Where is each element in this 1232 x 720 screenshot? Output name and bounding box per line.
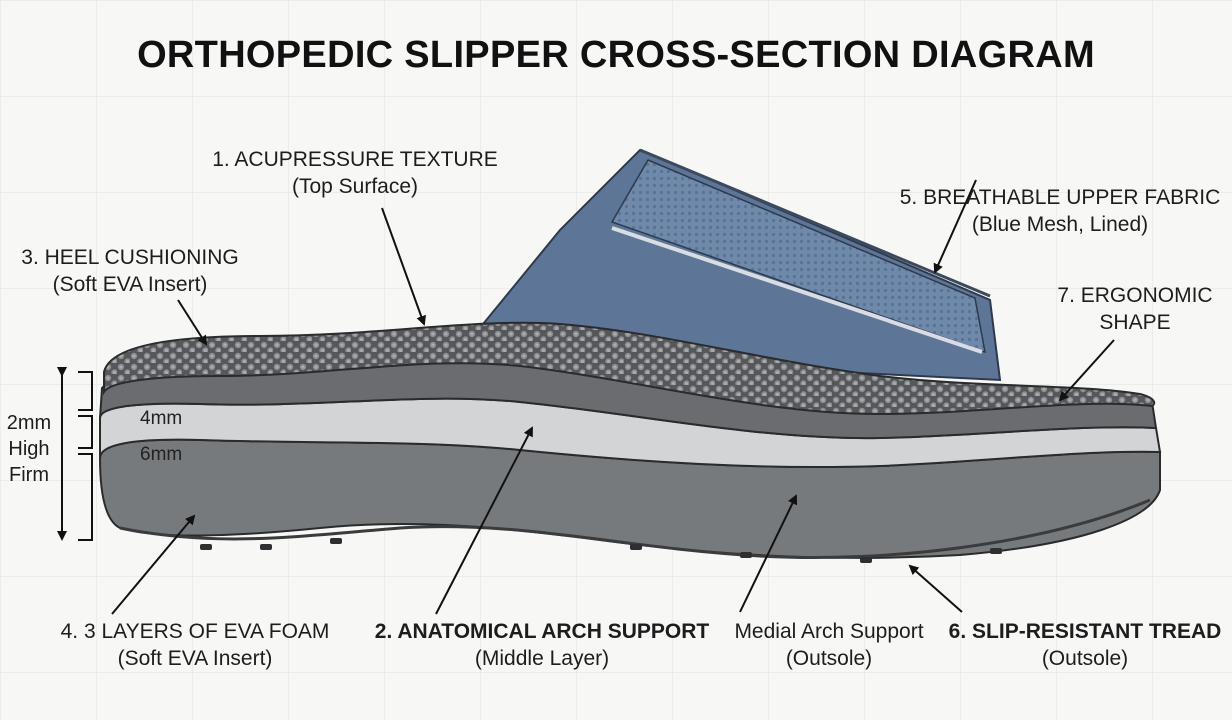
top-surface (103, 321, 1156, 416)
leader-tread (908, 564, 963, 613)
dimension-side-line2: High (8, 438, 50, 460)
leader-medial (739, 494, 798, 613)
leader-upper (933, 179, 977, 274)
dimension-layer1: 4mm (140, 408, 183, 429)
leader-acupressure (381, 207, 426, 326)
label-ergonomic: 7. ERGONOMIC SHAPE (1050, 282, 1220, 336)
label-ergonomic-sub: SHAPE (1099, 311, 1171, 334)
diagram-title: ORTHOPEDIC SLIPPER CROSS-SECTION DIAGRAM (137, 34, 1095, 76)
dimension-side-label: 2mm High Firm (0, 410, 58, 488)
leader-foam (111, 514, 196, 615)
label-foam: 4. 3 LAYERS OF EVA FOAM (Soft EVA Insert… (40, 618, 350, 672)
label-acupressure-sub: (Top Surface) (291, 175, 419, 198)
dimension-layer2: 6mm (140, 444, 183, 465)
label-heel: 3. HEEL CUSHIONING (Soft EVA Insert) (8, 244, 252, 298)
label-upper-name: 5. BREATHABLE UPPER FABRIC (899, 186, 1221, 209)
label-heel-sub: (Soft EVA Insert) (52, 273, 208, 296)
label-medial-name: Medial Arch Support (734, 620, 924, 643)
label-arch: 2. ANATOMICAL ARCH SUPPORT (Middle Layer… (366, 618, 718, 672)
label-medial: Medial Arch Support (Outsole) (718, 618, 940, 672)
label-tread-sub: (Outsole) (1041, 647, 1129, 670)
label-arch-name: 2. ANATOMICAL ARCH SUPPORT (374, 620, 710, 643)
leader-arch (435, 426, 533, 615)
label-arch-sub: (Middle Layer) (474, 647, 610, 670)
tread-notches (200, 538, 1002, 563)
label-acupressure: 1. ACUPRESSURE TEXTURE (Top Surface) (190, 146, 520, 200)
dimension-bracket (57, 367, 93, 541)
label-foam-sub: (Soft EVA Insert) (117, 647, 273, 670)
label-ergonomic-name: 7. ERGONOMIC (1057, 284, 1213, 307)
label-acupressure-name: 1. ACUPRESSURE TEXTURE (212, 148, 498, 171)
label-foam-name: 4. 3 LAYERS OF EVA FOAM (60, 620, 330, 643)
label-medial-sub: (Outsole) (785, 647, 873, 670)
label-tread-name: 6. SLIP-RESISTANT TREAD (948, 620, 1222, 643)
label-upper: 5. BREATHABLE UPPER FABRIC (Blue Mesh, L… (892, 184, 1228, 238)
label-upper-sub: (Blue Mesh, Lined) (971, 213, 1149, 236)
dimension-side-line1: 2mm (6, 412, 52, 434)
label-tread: 6. SLIP-RESISTANT TREAD (Outsole) (940, 618, 1230, 672)
leader-heel (177, 299, 208, 346)
label-heel-name: 3. HEEL CUSHIONING (21, 246, 239, 269)
leader-ergonomic (1058, 339, 1115, 402)
dimension-side-line3: Firm (9, 464, 49, 486)
